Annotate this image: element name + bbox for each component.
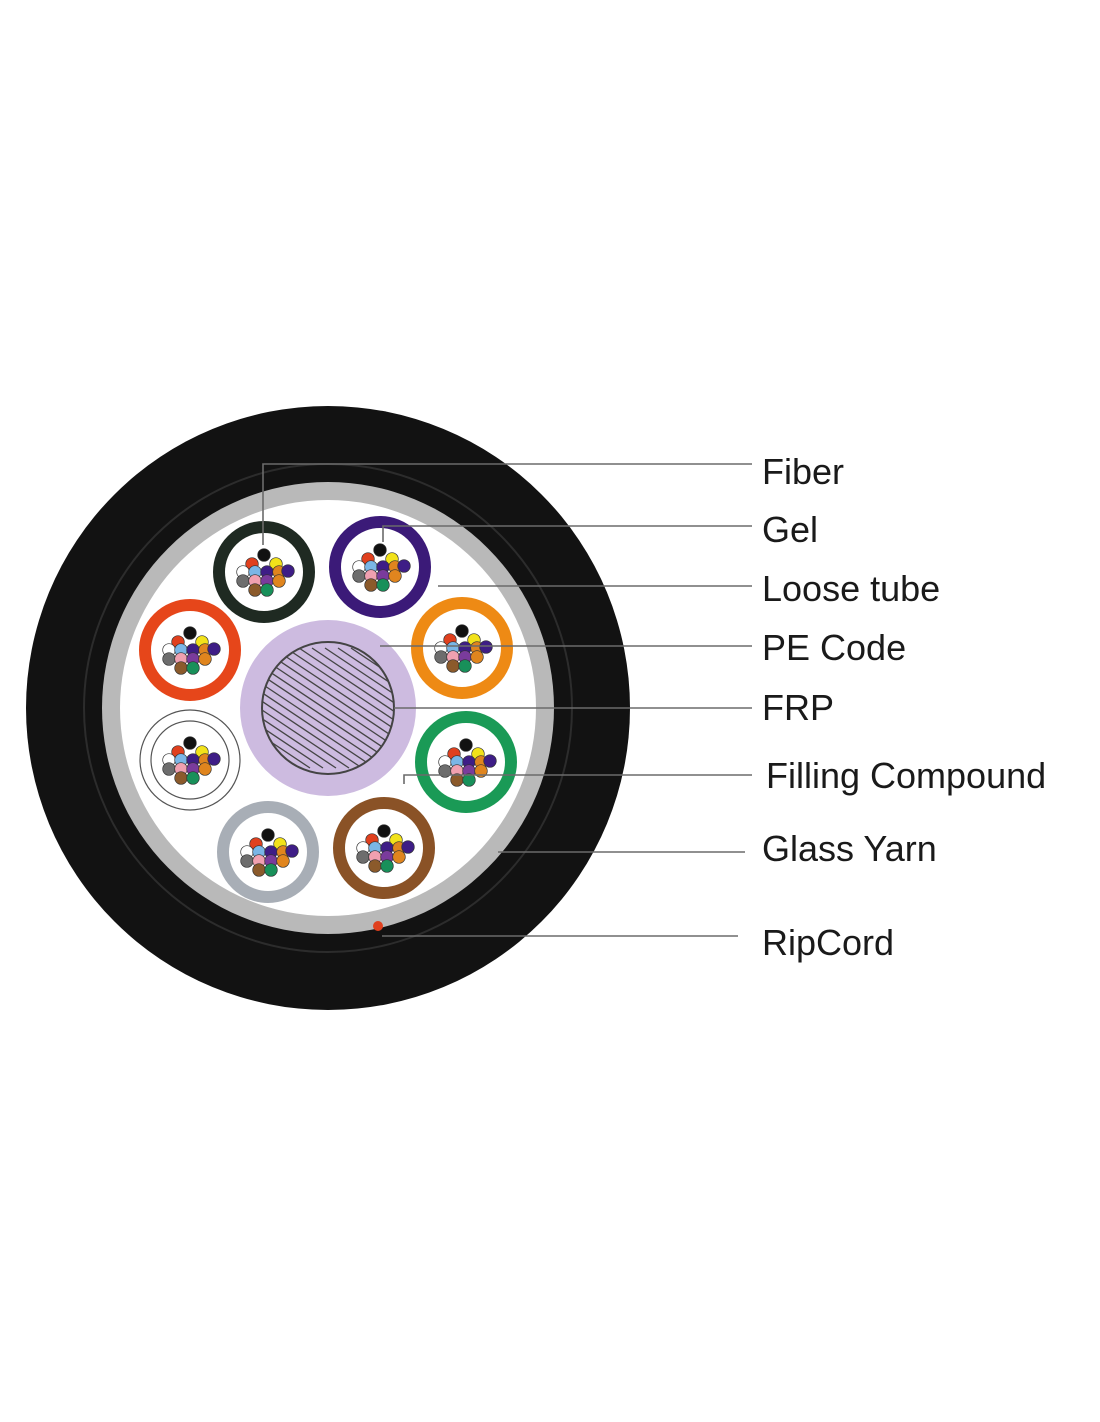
loose-tube <box>411 597 513 699</box>
fiber <box>186 661 200 675</box>
frp-hatch-line <box>298 647 394 769</box>
fiber <box>458 659 472 673</box>
fiber <box>380 859 394 873</box>
fiber <box>240 854 254 868</box>
frp-hatch-line <box>262 647 350 769</box>
frp-hatch-line <box>262 647 311 769</box>
fiber <box>474 764 488 778</box>
fiber <box>174 661 188 675</box>
loose-tube-inner-edge <box>150 720 230 800</box>
frp-hatch-line <box>262 647 394 769</box>
fiber <box>376 578 390 592</box>
fiber <box>281 564 295 578</box>
label-frp: FRP <box>762 687 834 728</box>
fiber <box>356 850 370 864</box>
fiber <box>388 569 402 583</box>
fiber <box>368 859 382 873</box>
fiber <box>459 738 473 752</box>
fiber <box>352 569 366 583</box>
frp-hatch-line <box>272 647 394 769</box>
fiber <box>261 828 275 842</box>
label-filling-compound: Filling Compound <box>766 755 1046 796</box>
frp-hatch-line <box>311 647 394 769</box>
fiber <box>248 583 262 597</box>
frp-hatch-line <box>262 647 337 769</box>
leader-filling-compound <box>403 774 752 784</box>
frp-hatch-line <box>262 647 394 769</box>
fiber <box>397 559 411 573</box>
loose-tube <box>139 599 241 701</box>
label-fiber: Fiber <box>762 451 844 492</box>
fiber <box>446 659 460 673</box>
loose-tube <box>217 801 319 903</box>
loose-tubes <box>139 516 517 903</box>
fiber <box>373 543 387 557</box>
frp-hatch-line <box>262 647 324 769</box>
fiber <box>207 642 221 656</box>
fiber <box>276 854 290 868</box>
loose-tube <box>213 521 315 623</box>
frp-hatch-line <box>262 647 363 769</box>
fiber <box>257 548 271 562</box>
fiber <box>186 771 200 785</box>
frp-hatch-line <box>262 647 394 769</box>
loose-tube <box>415 711 517 813</box>
loose-tube <box>329 516 431 618</box>
label-pe-code: PE Code <box>762 627 906 668</box>
loose-tube <box>139 709 241 811</box>
fiber <box>183 736 197 750</box>
fiber <box>434 650 448 664</box>
frp-hatch-line <box>337 647 394 769</box>
fiber <box>483 754 497 768</box>
fiber <box>377 824 391 838</box>
labels: Fiber Gel Loose tube PE Code FRP Filling… <box>762 451 1046 963</box>
fiber <box>198 652 212 666</box>
label-gel: Gel <box>762 509 818 550</box>
fiber <box>252 863 266 877</box>
fiber <box>462 773 476 787</box>
fiber <box>285 844 299 858</box>
ripcord-dot <box>373 921 383 931</box>
leader-gel <box>382 525 752 542</box>
leader-fiber <box>262 463 752 545</box>
label-glass-yarn: Glass Yarn <box>762 828 937 869</box>
fiber <box>264 863 278 877</box>
fiber <box>207 752 221 766</box>
fiber <box>401 840 415 854</box>
fiber <box>174 771 188 785</box>
label-ripcord: RipCord <box>762 922 894 963</box>
fiber <box>198 762 212 776</box>
frp-hatch-line <box>262 647 389 769</box>
fiber <box>260 583 274 597</box>
fiber <box>162 762 176 776</box>
fiber <box>392 850 406 864</box>
fiber <box>162 652 176 666</box>
fiber <box>479 640 493 654</box>
loose-tube <box>333 797 435 899</box>
leader-lines <box>262 463 752 937</box>
fiber <box>470 650 484 664</box>
frp-hatch-line <box>262 647 376 769</box>
frp-hatch-line <box>324 647 394 769</box>
fiber <box>364 578 378 592</box>
fiber <box>236 574 250 588</box>
fiber <box>272 574 286 588</box>
label-loose-tube: Loose tube <box>762 568 940 609</box>
fiber <box>183 626 197 640</box>
frp-hatch-line <box>285 647 394 769</box>
central-strength-member <box>240 620 416 796</box>
fiber <box>455 624 469 638</box>
